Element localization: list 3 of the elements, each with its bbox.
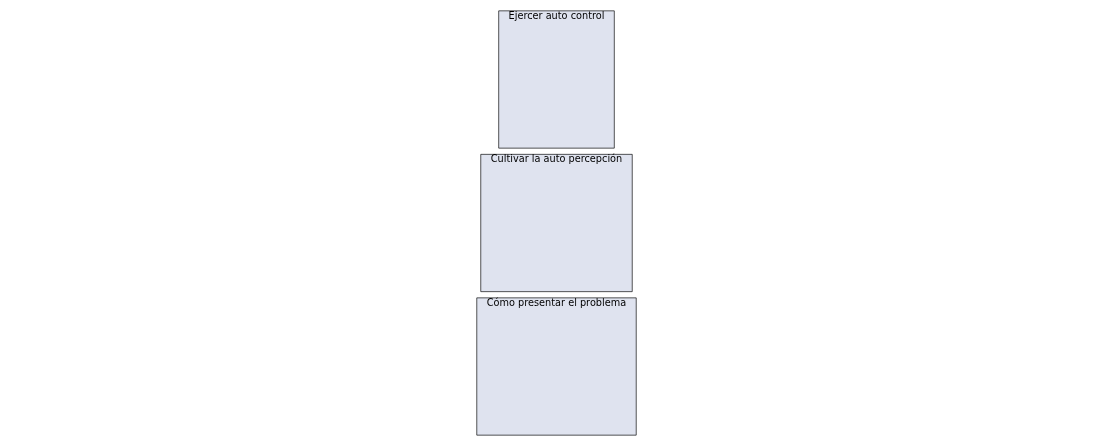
node-box: Cómo presentar el problema	[476, 297, 637, 436]
node-box: Cultivar la auto percepción	[480, 154, 633, 292]
node-box: Ejercer auto control	[498, 10, 615, 149]
